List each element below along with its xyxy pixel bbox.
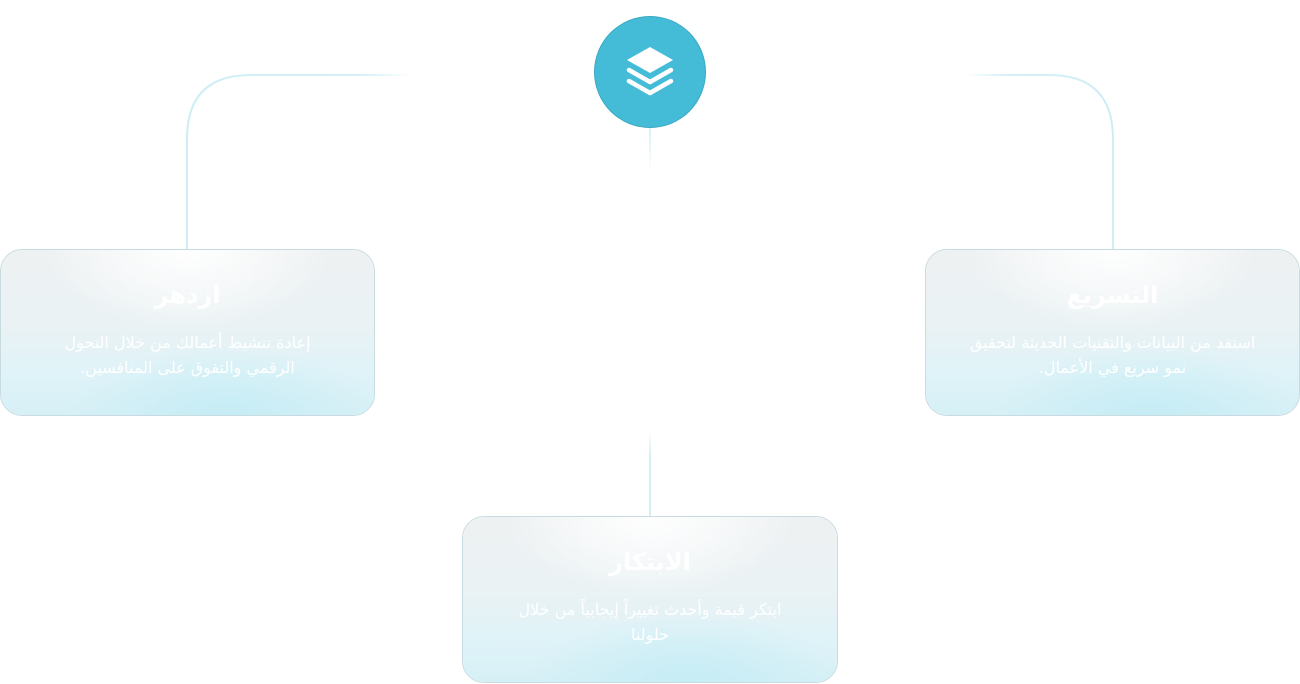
card-background-highlight	[926, 250, 1299, 415]
card-background-highlight	[463, 517, 837, 682]
connector-left	[186, 74, 410, 249]
card-description: ابتكر قيمة وأحدث تغييراً إيجابياً من خلا…	[518, 600, 782, 644]
card-description: إعادة تنشيط أعمالك من خلال التحول الرقمي…	[64, 333, 311, 377]
card-accelerate: التسريع استفد من البيانات والتقنيات الحد…	[925, 249, 1300, 416]
card-title: ازدهر	[154, 281, 221, 309]
card-title: الابتكار	[609, 548, 691, 576]
hub-circle	[595, 17, 705, 127]
card-description: استفد من البيانات والتقنيات الحديثة لتحق…	[969, 333, 1256, 377]
card-title: التسريع	[1066, 281, 1159, 309]
card-background-highlight	[1, 250, 374, 415]
connector-right	[965, 74, 1114, 249]
layers-icon	[626, 47, 674, 96]
card-innovation: الابتكار ابتكر قيمة وأحدث تغييراً إيجابي…	[462, 516, 838, 683]
card-thrive: ازدهر إعادة تنشيط أعمالك من خلال التحول …	[0, 249, 375, 416]
